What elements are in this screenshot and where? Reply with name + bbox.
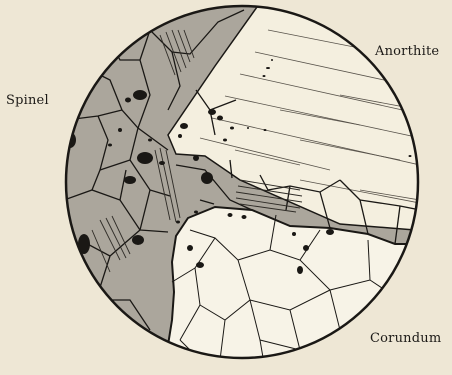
label-corundum: Corundum [370, 331, 441, 346]
label-spinel: Spinel [6, 93, 49, 108]
label-anorthite: Anorthite [375, 44, 439, 59]
